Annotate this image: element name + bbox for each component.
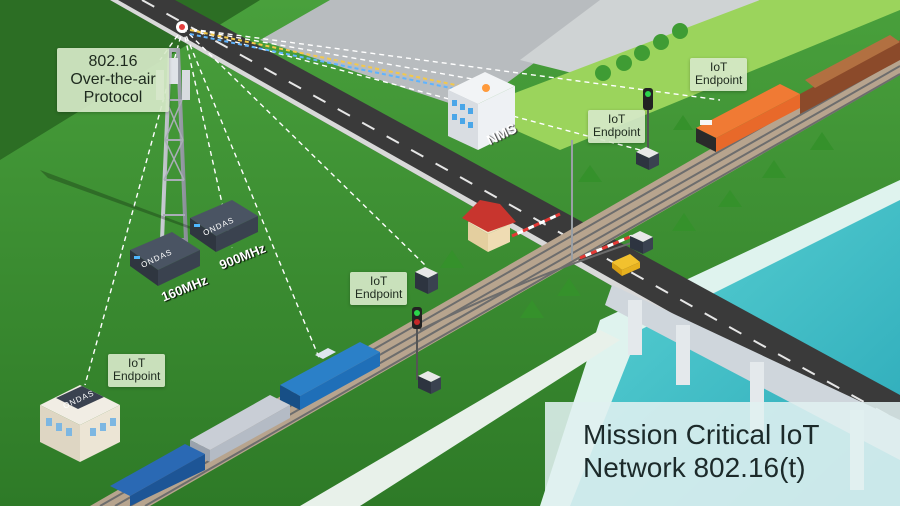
protocol-label-line1: 802.16 — [88, 53, 138, 70]
rail-signal-icon — [643, 88, 653, 150]
endpoint-device-icon — [636, 147, 659, 170]
bridge-pillar — [676, 325, 690, 385]
orange-train-icon — [696, 35, 900, 152]
protocol-label: 802.16 Over-the-air Protocol — [57, 48, 169, 112]
radio-signal-lines — [84, 27, 721, 386]
road-lane-markings — [141, 0, 900, 423]
river-bank — [300, 330, 620, 506]
ondas-building-icon — [40, 385, 120, 462]
page-title: Mission Critical IoT Network 802.16(t) — [583, 418, 819, 484]
blue-train-icon — [110, 342, 380, 506]
light-grass-strip — [470, 0, 900, 150]
road-transmitter-icon — [176, 21, 188, 33]
rail-signal-icon — [412, 307, 422, 380]
title-line2: Network 802.16(t) — [583, 452, 806, 483]
protocol-label-line3: Protocol — [83, 88, 143, 106]
endpoint-device-icon — [418, 371, 441, 394]
trees — [440, 23, 834, 318]
base-station-900-icon — [190, 200, 258, 252]
endpoint-label-signal: IoT Endpoint — [588, 110, 646, 143]
endpoint-label-line1: IoT — [370, 274, 388, 288]
nms-building-icon — [448, 72, 515, 150]
endpoint-label-line2: Endpoint — [593, 125, 641, 140]
endpoint-label-line2: Endpoint — [355, 287, 403, 302]
bridge-pillar — [628, 300, 642, 355]
endpoint-label-track: IoT Endpoint — [350, 272, 408, 305]
car-icon — [612, 254, 640, 276]
industrial-lot — [260, 0, 620, 110]
endpoint-label-orange-train: IoT Endpoint — [690, 58, 748, 91]
radio-tower-icon — [156, 48, 190, 242]
title-panel: Mission Critical IoT Network 802.16(t) — [545, 402, 900, 506]
title-line1: Mission Critical IoT — [583, 419, 820, 450]
protocol-label-line2: Over-the-air — [70, 70, 156, 88]
tower-shadow — [40, 170, 210, 236]
endpoint-label-line1: IoT — [128, 356, 146, 370]
endpoint-label-line2: Endpoint — [695, 73, 743, 88]
endpoint-label-line2: Endpoint — [113, 369, 161, 384]
endpoint-label-building: IoT Endpoint — [108, 354, 166, 387]
industrial-lot-2 — [520, 0, 760, 80]
endpoint-device-icon — [415, 267, 438, 294]
base-station-160-icon — [130, 232, 200, 286]
crossing-house-icon — [462, 200, 516, 252]
crossing-barrier-icon — [511, 140, 633, 260]
endpoint-device-icon — [630, 231, 653, 254]
data-stream — [189, 29, 471, 93]
endpoint-label-line1: IoT — [608, 112, 626, 126]
endpoint-label-line1: IoT — [710, 60, 728, 74]
